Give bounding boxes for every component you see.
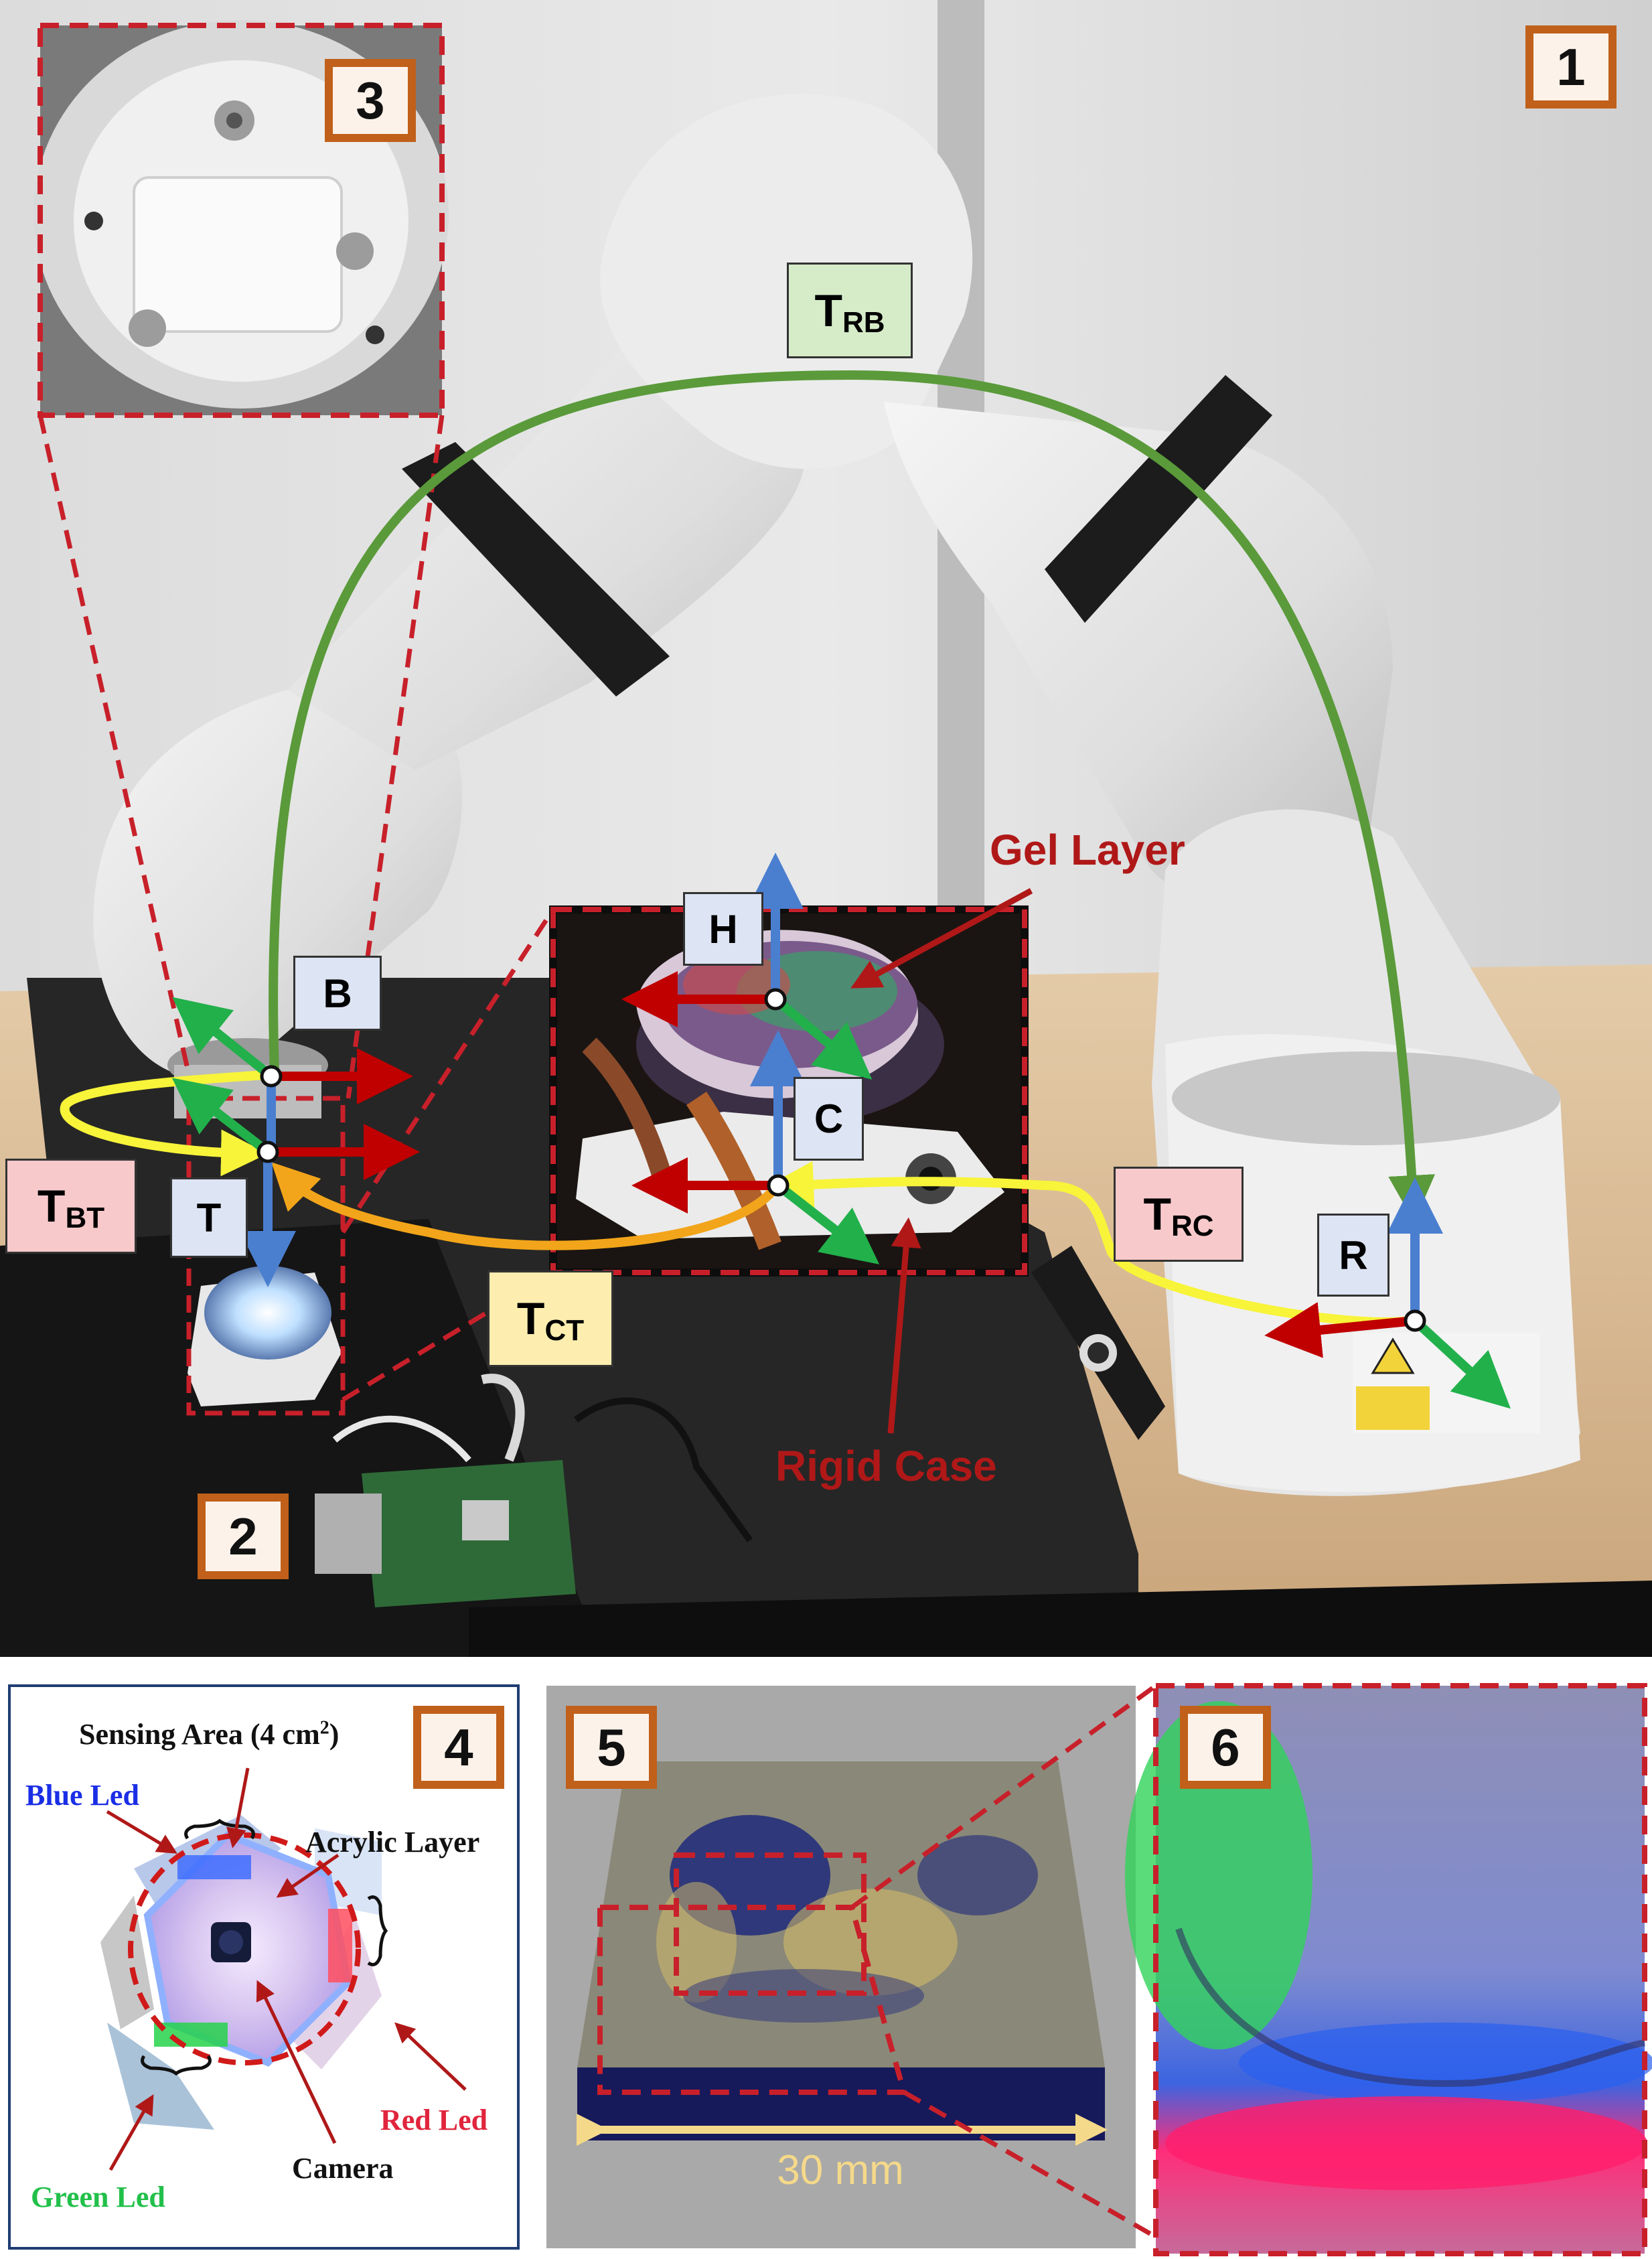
frame-label-t: T <box>170 1177 248 1258</box>
frame-label-r: R <box>1317 1214 1390 1297</box>
panel-badge-2-label: 2 <box>228 1506 258 1566</box>
panel-badge-4: 4 <box>413 1706 504 1789</box>
frame-t-axes <box>171 1078 420 1287</box>
panel-5-zoom-box <box>674 1852 867 1996</box>
blue-led-strip <box>177 1855 251 1879</box>
camera-label: Camera <box>292 2152 394 2185</box>
zoom-line-5-6-top <box>850 1684 1158 1909</box>
panel-badge-6-label: 6 <box>1211 1717 1240 1777</box>
frame-label-c: C <box>794 1077 864 1161</box>
gelsight-sensor-device <box>187 1266 342 1406</box>
sensor-closeup-dashed-border <box>550 907 1027 1275</box>
panel-badge-1-label: 1 <box>1556 37 1586 96</box>
red-led-label: Red Led <box>380 2104 488 2136</box>
frame-h-axes <box>621 853 873 1080</box>
panel-6-tactile-image <box>1125 1683 1652 2256</box>
frame-origins <box>256 988 1426 1332</box>
frame-b-axes <box>172 997 413 1152</box>
green-led-label: Green Led <box>31 2181 165 2213</box>
panel-5-depth-map <box>546 1686 1136 2248</box>
panel-badge-3-label: 3 <box>356 70 385 130</box>
raspberry-pi-board <box>315 1374 753 1607</box>
green-led-strip <box>154 2023 228 2047</box>
frame-label-b: B <box>293 956 382 1031</box>
red-led-strip <box>328 1909 352 1982</box>
gel-layer-label: Gel Layer <box>990 826 1185 874</box>
panel-badge-5: 5 <box>566 1706 657 1789</box>
panel-6-dashed-border <box>1153 1683 1647 2256</box>
black-cloth-front <box>469 1581 1652 1657</box>
transform-path-ct <box>271 1162 781 1250</box>
zoom-line-inset-bottom <box>342 1270 554 1402</box>
frame-c-axes <box>631 1030 880 1264</box>
rigid-case-label: Rigid Case <box>775 1442 997 1490</box>
sensor-mount-plate <box>133 176 343 333</box>
panel-badge-5-label: 5 <box>597 1717 626 1777</box>
panel-badge-4-label: 4 <box>444 1717 473 1777</box>
panel-badge-1: 1 <box>1525 25 1617 108</box>
panel-badge-2: 2 <box>198 1493 289 1579</box>
blue-led-label: Blue Led <box>25 1779 139 1812</box>
acrylic-layer-label: Acrylic Layer <box>305 1826 480 1859</box>
sensing-area-label: Sensing Area (4 cm2) <box>79 1717 340 1751</box>
zoom-line-5-6-bottom <box>903 2090 1157 2240</box>
panel-badge-3: 3 <box>325 59 416 142</box>
warning-label <box>1353 1333 1540 1433</box>
sensor-closeup-inset <box>549 905 1029 1277</box>
gel-layer-callout-arrow <box>850 888 1033 989</box>
controller-box <box>1031 1246 1165 1440</box>
rigid-case-callout-arrow <box>887 1217 921 1434</box>
frame-r-axes <box>1264 1177 1511 1409</box>
frame-label-h: H <box>683 892 763 966</box>
panel-3-dashed-border <box>37 23 445 418</box>
transform-path-rb <box>269 370 1436 1222</box>
scale-bar-label: 30 mm <box>777 2147 904 2193</box>
panel-badge-6: 6 <box>1180 1706 1271 1789</box>
